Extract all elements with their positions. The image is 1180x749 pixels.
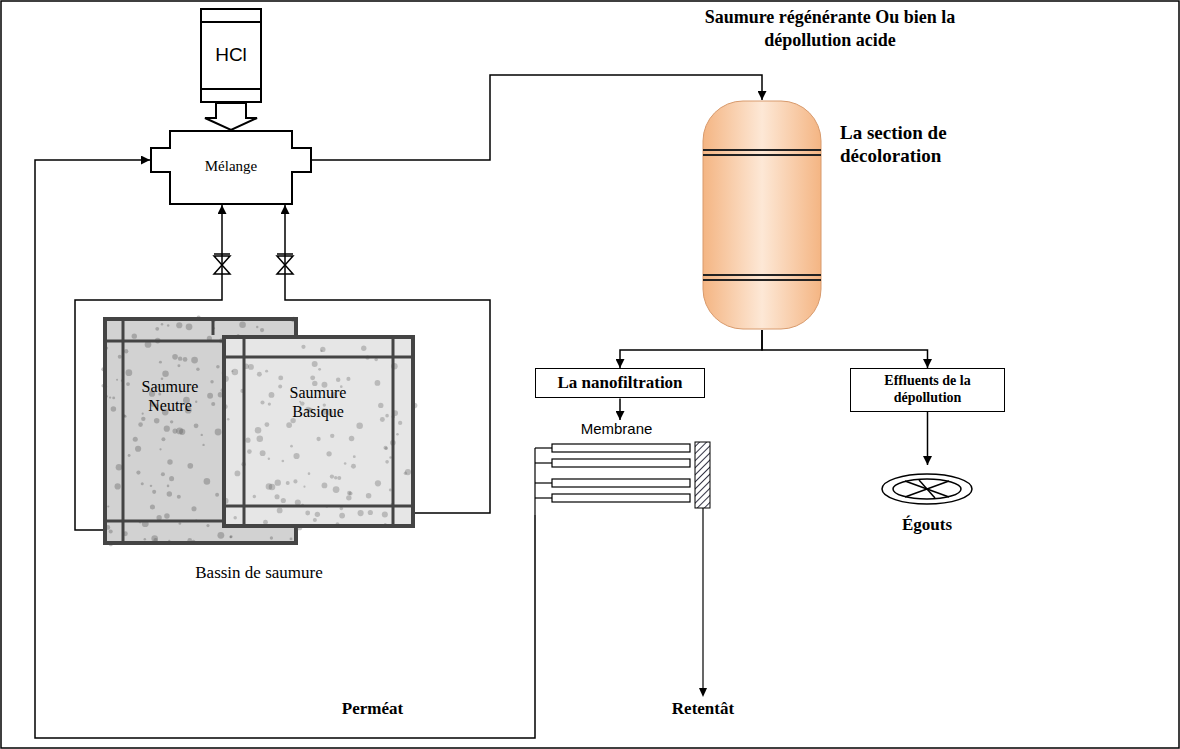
brine-basin: Bassin de saumureSaumure NeutreSaumure B… bbox=[103, 317, 415, 545]
vessel-band bbox=[703, 274, 821, 276]
flow-connector bbox=[619, 398, 621, 420]
membrane-module: Membrane bbox=[530, 420, 715, 515]
flow-connector bbox=[927, 412, 929, 465]
basin-frame bbox=[222, 335, 415, 528]
node-text: Membrane bbox=[524, 420, 709, 438]
stream-label: Retentât bbox=[655, 698, 751, 719]
feed-arrow bbox=[205, 103, 257, 130]
flow-connector bbox=[620, 330, 762, 368]
node-shape bbox=[222, 335, 415, 528]
column-vessel bbox=[703, 101, 821, 329]
texture bbox=[221, 345, 418, 531]
basin-cell bbox=[222, 335, 415, 528]
tank: HCl bbox=[200, 8, 262, 103]
process-box: La nanofiltration bbox=[535, 368, 705, 398]
retentate-line bbox=[702, 515, 703, 690]
stream-label: Perméat bbox=[325, 698, 420, 719]
sewer-drain: Égouts bbox=[877, 465, 977, 555]
node-text: Saumure Neutre bbox=[127, 377, 213, 415]
mixer-outline bbox=[151, 131, 311, 204]
tank-outline bbox=[201, 9, 261, 102]
stream-label: Saumure régénérante Ou bien la dépolluti… bbox=[680, 6, 980, 51]
node-shape bbox=[877, 465, 977, 555]
tank-band bbox=[201, 21, 261, 23]
membrane-drawing bbox=[535, 444, 703, 515]
node-text: Égouts bbox=[877, 515, 977, 535]
node-text: Saumure Basique bbox=[266, 383, 370, 421]
retentate-collector bbox=[695, 442, 710, 508]
vessel-band bbox=[703, 279, 821, 281]
drain-symbol bbox=[882, 474, 972, 504]
node-text: La section de décoloration bbox=[840, 122, 1000, 168]
retentate-arrowhead bbox=[699, 688, 707, 697]
flow-connector bbox=[35, 160, 535, 738]
vessel-band bbox=[703, 154, 821, 156]
node-text: Bassin de saumure bbox=[103, 563, 415, 583]
node-shape bbox=[702, 100, 822, 330]
flow-connector bbox=[312, 75, 762, 160]
flow-connector bbox=[762, 330, 928, 368]
process-box: Effluents de la dépollution bbox=[850, 368, 1005, 412]
decoloration-column: La section de décoloration bbox=[702, 100, 822, 330]
basin-cell: Saumure Basique bbox=[222, 335, 415, 528]
node-text: La nanofiltration bbox=[542, 373, 698, 393]
vessel-band bbox=[703, 149, 821, 151]
node-text: Effluents de la dépollution bbox=[857, 373, 998, 407]
tank-band bbox=[201, 88, 261, 90]
node-text: Mélange bbox=[150, 157, 312, 175]
mixer-box: Mélange bbox=[150, 130, 312, 205]
node-text: HCl bbox=[200, 44, 262, 67]
